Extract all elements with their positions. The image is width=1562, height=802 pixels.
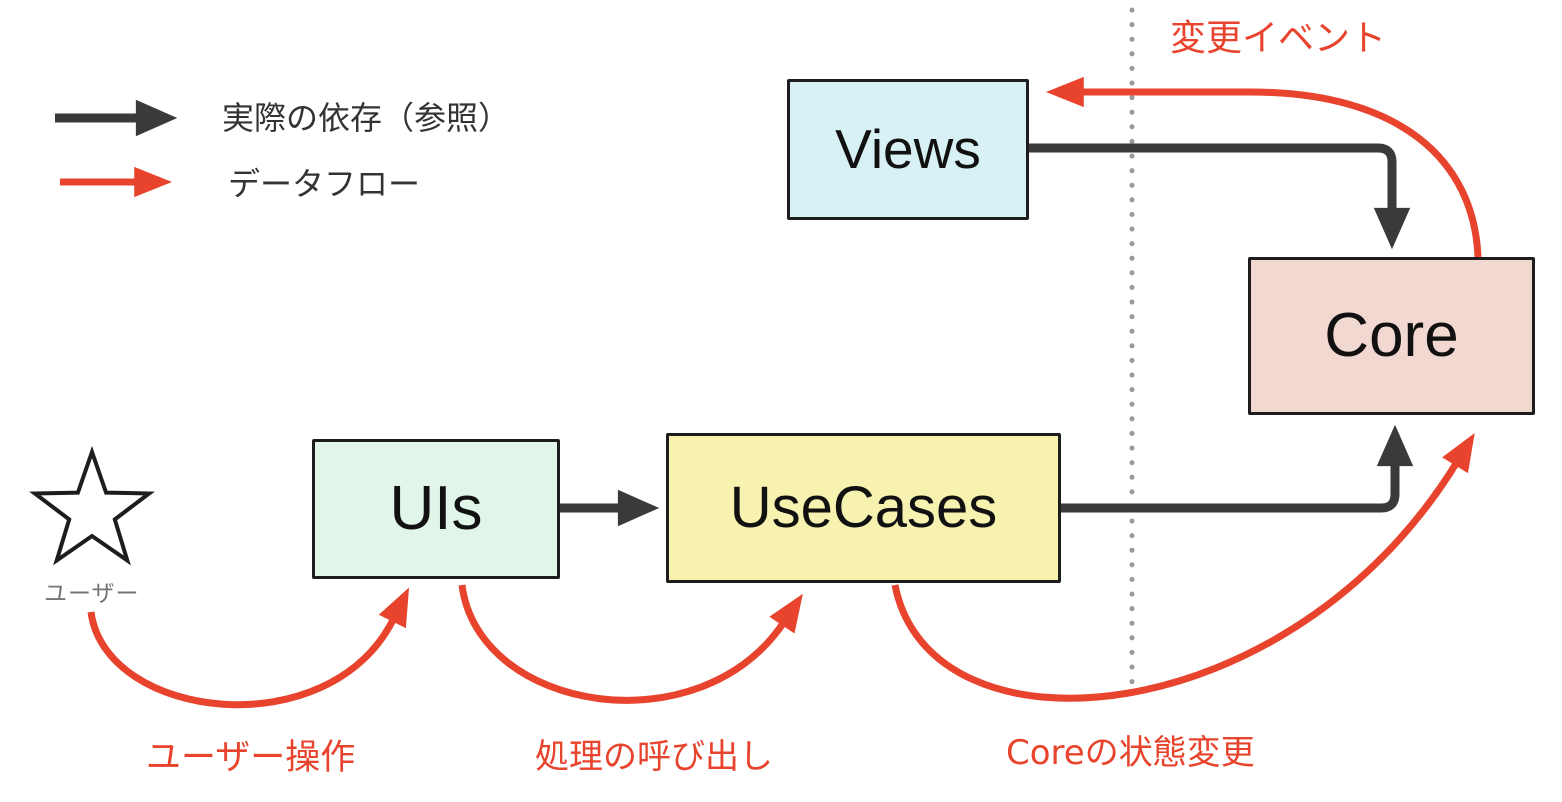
user-star-icon [29,445,155,566]
core-state-change-label: Coreの状態変更 [1006,733,1255,773]
uis-to-usecases-dataflow [458,584,803,704]
uis-box: UIs [312,439,560,579]
usecases-to-core-dataflow [891,432,1475,702]
change-event-label: 変更イベント [1170,18,1387,59]
legend-dependency-label: 実際の依存（参照） [222,99,511,137]
user-to-uis-dataflow [87,587,410,709]
user-operation-label: ユーザー操作 [146,738,356,778]
core-box: Core [1248,257,1535,415]
views-box: Views [787,79,1029,220]
core-to-views-dataflow [1045,76,1482,258]
views-to-core-arrow [1029,143,1411,250]
legend-dataflow-label: データフロー [228,165,421,203]
process-call-label: 処理の呼び出し [535,737,773,777]
usecases-to-core-arrow [1061,424,1414,513]
user-label: ユーザー [44,581,140,607]
usecases-box: UseCases [666,433,1061,583]
